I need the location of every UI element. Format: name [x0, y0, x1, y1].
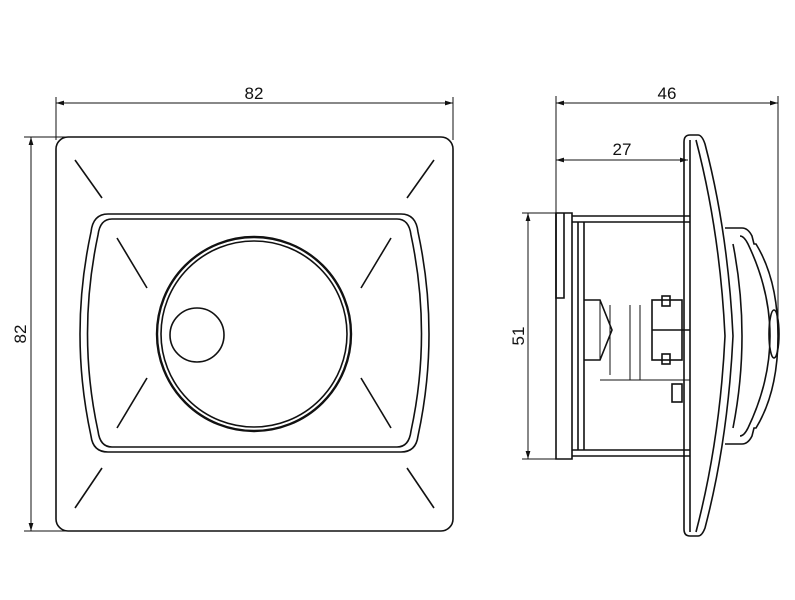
cover-plate — [79, 213, 430, 453]
cover-plate-inner-edge — [86, 218, 423, 448]
plate-profile — [683, 134, 734, 537]
side-box-height-label: 51 — [509, 327, 528, 346]
dimmer-knob-inner-ring — [160, 240, 348, 428]
knob-indicator-dot — [169, 307, 225, 363]
front-height-label: 82 — [11, 325, 30, 344]
knob-profile — [725, 227, 780, 445]
side-total-depth-label: 46 — [658, 84, 677, 103]
front-height-dimension: 82 — [11, 136, 66, 532]
front-width-dimension: 82 — [55, 84, 454, 140]
front-width-label: 82 — [245, 84, 264, 103]
side-box-depth-dimension: 27 — [556, 140, 688, 163]
front-view: 82 82 — [11, 84, 454, 532]
side-box-depth-label: 27 — [613, 140, 632, 159]
side-box-height-dimension: 51 — [509, 212, 572, 460]
side-total-depth-dimension: 46 — [555, 84, 779, 330]
side-view: 46 27 51 — [509, 84, 780, 537]
frame-bevel-lines — [74, 159, 435, 509]
cover-bevel-lines — [116, 237, 392, 429]
outer-frame — [55, 136, 454, 532]
dimmer-knob — [155, 235, 353, 433]
mounting-box — [555, 212, 690, 460]
